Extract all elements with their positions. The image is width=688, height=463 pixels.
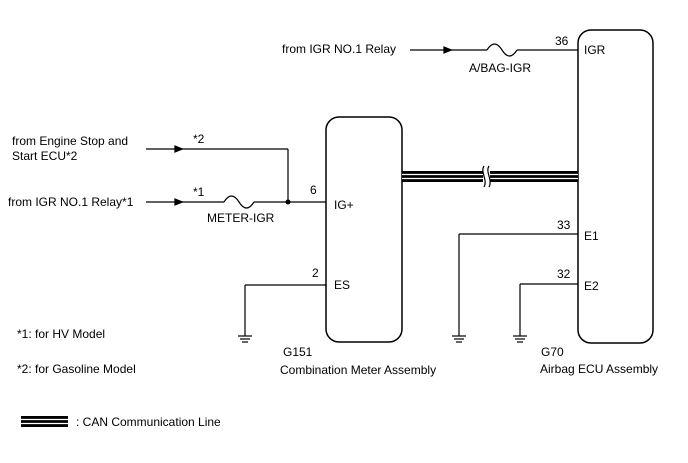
- meter-name: Combination Meter Assembly: [280, 363, 436, 377]
- airbag-ecu-box: [577, 29, 654, 344]
- airbag-pin-36-number: 36: [555, 34, 569, 48]
- meter-pin-es-name: ES: [334, 278, 350, 292]
- combination-meter-box: [325, 116, 403, 343]
- wire-label-igr-relay-airbag: from IGR NO.1 Relay: [282, 42, 396, 56]
- fuse-meter-igr-label: METER-IGR: [207, 211, 275, 225]
- airbag-code: G70: [541, 345, 564, 359]
- wire-label-engine-stop-line2: Start ECU*2: [12, 149, 78, 163]
- fuse-meter-igr-symbol: [223, 195, 255, 209]
- note-hv-model: *1: for HV Model: [17, 327, 105, 341]
- meter-code: G151: [283, 345, 313, 359]
- fuse-abag-igr-label: A/BAG-IGR: [469, 61, 531, 75]
- airbag-pin-igr-name: IGR: [584, 43, 606, 57]
- wire-label-igr-relay-meter: from IGR NO.1 Relay*1: [8, 195, 134, 209]
- airbag-name: Airbag ECU Assembly: [540, 362, 658, 376]
- star2-mark: *2: [193, 132, 205, 146]
- airbag-pin-e2-name: E2: [584, 279, 599, 293]
- airbag-pin-32-number: 32: [557, 267, 571, 281]
- can-legend-symbol: [21, 416, 68, 427]
- note-gasoline-model: *2: for Gasoline Model: [17, 362, 136, 376]
- wire-label-engine-stop-line1: from Engine Stop and: [12, 134, 128, 148]
- airbag-pin-33-number: 33: [557, 218, 571, 232]
- can-legend-label: : CAN Communication Line: [76, 415, 221, 429]
- ground-symbol-e1: [452, 335, 466, 343]
- meter-pin-igplus-name: IG+: [334, 198, 354, 212]
- star1-mark: *1: [193, 185, 205, 199]
- meter-pin-2-number: 2: [312, 266, 319, 280]
- airbag-pin-e1-name: E1: [584, 229, 599, 243]
- splice-point: [285, 199, 291, 205]
- ground-symbol-meter: [238, 335, 252, 343]
- ground-symbol-e2: [513, 335, 527, 343]
- can-bus-line: [402, 165, 578, 188]
- fuse-abag-igr-symbol: [486, 43, 518, 57]
- meter-pin-6-number: 6: [310, 183, 317, 197]
